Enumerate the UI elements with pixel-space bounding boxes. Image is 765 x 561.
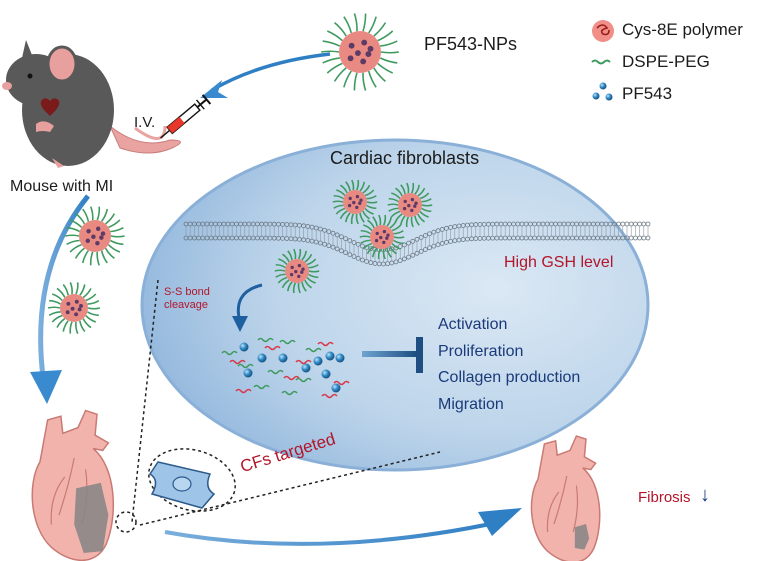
arrow-mouse-to-heart (38, 194, 90, 386)
pf543-molecule (278, 353, 288, 363)
polymer-fragment (264, 345, 281, 351)
pf543-molecule (301, 363, 311, 373)
peg-fragment (279, 339, 296, 345)
legend-label-pf543: PF543 (622, 84, 673, 103)
mouse-label: Mouse with MI (10, 178, 114, 195)
peg-fragment (237, 363, 254, 369)
np-cell-1 (332, 179, 378, 225)
zoom-callout-lines (115, 279, 441, 533)
inhibition-symbol (362, 337, 423, 373)
legend-label-polymer: Cys-8E polymer (622, 20, 743, 39)
polymer-fragment (317, 341, 334, 347)
process-activation: Activation (438, 316, 508, 333)
process-collagen-production: Collagen production (438, 369, 581, 386)
fibrosis-label: Fibrosis (638, 489, 691, 506)
pf543-molecule (257, 353, 267, 363)
peg-fragment (305, 347, 322, 353)
peg-fragment (281, 390, 298, 396)
nanoparticle-label: PF543-NPs (424, 34, 518, 54)
np-circulating-2 (47, 282, 101, 334)
pf543-molecule (313, 356, 323, 366)
polymer-fragment (295, 359, 312, 365)
np-circulating-1 (65, 206, 125, 266)
syringe-icon (160, 94, 212, 139)
polymer-fragment (229, 359, 246, 365)
ss-cleavage-label-line2: cleavage (164, 299, 209, 311)
arrow-np-to-mouse (211, 52, 331, 92)
legend-pf543-icon (592, 82, 613, 101)
flow-arrows (30, 52, 522, 546)
pf543-molecule (321, 369, 331, 379)
peg-fragment (257, 337, 274, 343)
peg-fragment (221, 350, 238, 356)
cell-title: Cardiac fibroblasts (330, 148, 480, 168)
polymer-fragment (283, 375, 300, 381)
infarcted-heart (31, 409, 115, 561)
fibroblast-callout-ring (148, 448, 236, 512)
process-migration: Migration (438, 395, 504, 413)
arrow-mouse-to-heart-head (30, 370, 62, 404)
polymer-fragment (321, 393, 338, 399)
np-cell-2 (387, 182, 433, 228)
peg-fragment (295, 377, 312, 383)
ss-cleavage-label-line1: S-S bond (164, 286, 210, 298)
pf543-molecule (335, 353, 345, 363)
pf543-molecule (325, 351, 335, 361)
cell-membrane (183, 221, 651, 267)
polymer-fragment (333, 380, 350, 386)
fibroblast-icon (148, 461, 216, 509)
np-cleaving (274, 248, 320, 294)
cardiac-fibroblast-cell (140, 138, 650, 472)
legend-peg-icon (591, 59, 611, 65)
ss-cleavage-label: S-S bond cleavage (164, 286, 210, 312)
arrow-heart-to-treated-heart-head (478, 508, 522, 536)
arrow-np-to-mouse-head (200, 80, 228, 98)
np-endocytosed (359, 214, 405, 260)
mouse-illustration (2, 40, 181, 168)
nanoparticles (47, 13, 433, 334)
process-proliferation: Proliferation (438, 342, 524, 360)
released-drug-and-polymer (221, 337, 350, 399)
mouse-heart-icon (40, 98, 60, 116)
peg-fragment (267, 369, 284, 375)
pf543-molecule (239, 342, 249, 352)
gsh-level-label: High GSH level (504, 254, 614, 271)
pf543-molecule (331, 383, 341, 393)
inhibited-process-list: Activation Proliferation Collagen produc… (438, 312, 580, 418)
arrow-ss-cleavage-head (232, 316, 248, 332)
fibrosis-decrease-arrow-icon: ↓ (700, 484, 710, 506)
peg-fragment (253, 384, 270, 390)
injection-label: I.V. (134, 114, 156, 131)
legend-polymer-icon (592, 20, 614, 42)
heart-region-ring (115, 511, 137, 533)
treated-heart (530, 435, 601, 561)
np-injected (321, 13, 399, 91)
pf543-molecule (243, 368, 253, 378)
arrow-heart-to-treated-heart (164, 520, 501, 546)
polymer-fragment (235, 388, 252, 394)
legend-label-peg: DSPE-PEG (622, 52, 710, 71)
